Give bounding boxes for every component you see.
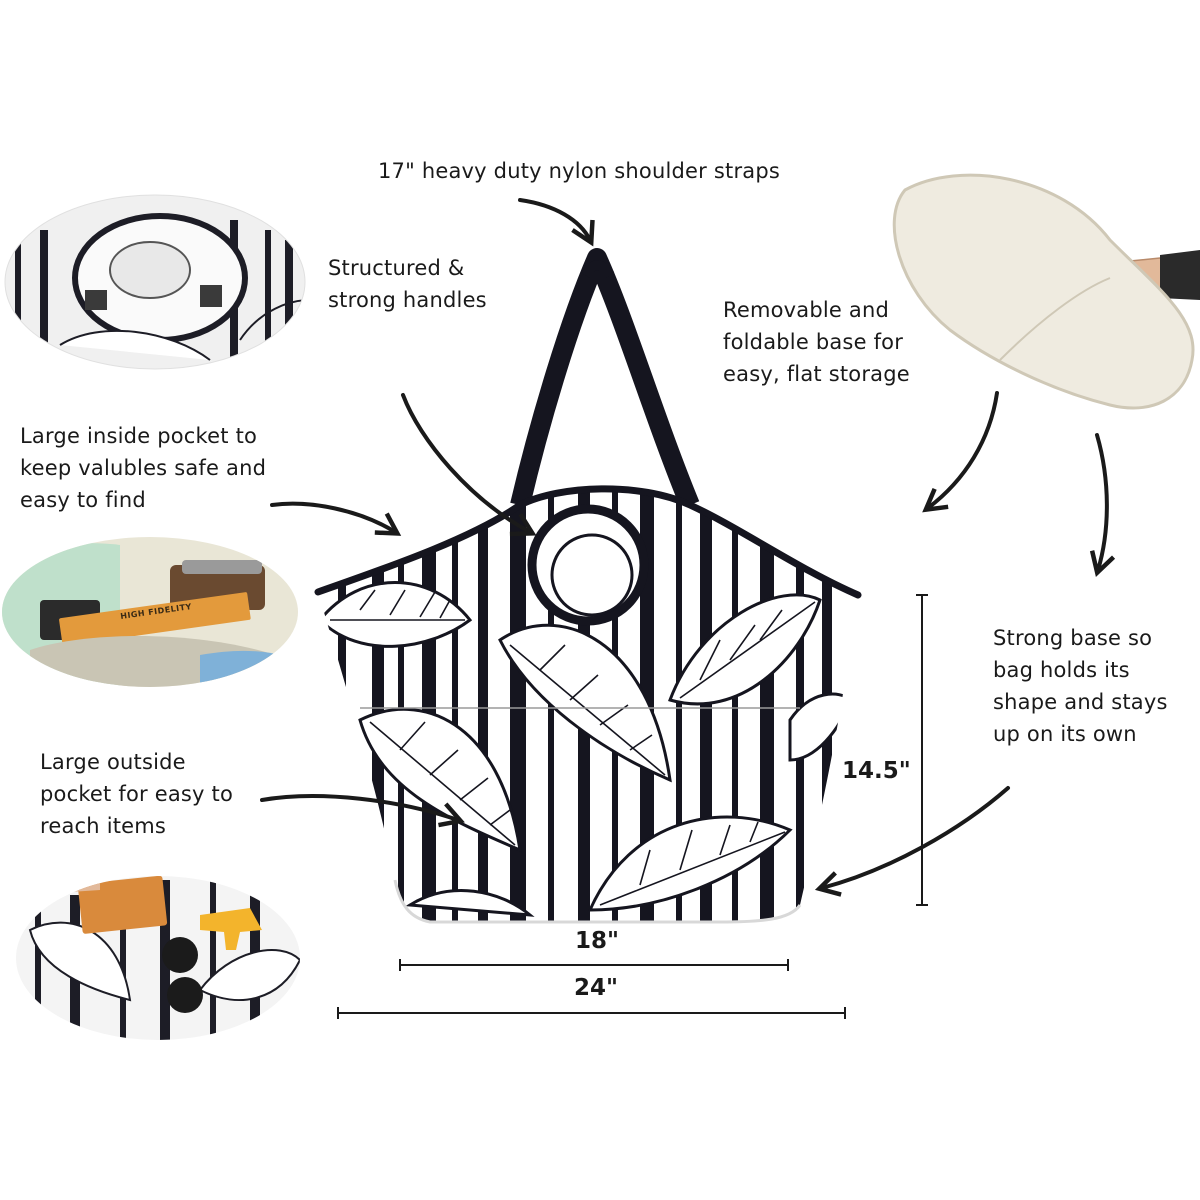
inside-pocket-label: Large inside pocket to keep valubles saf…: [20, 424, 267, 512]
arrow-inside-pocket: [270, 501, 402, 536]
interior-view-image: [5, 195, 305, 369]
inside-pocket-image: [2, 537, 298, 687]
base-width-dimension-label: 18": [575, 928, 619, 954]
folded-base-pad: [892, 173, 1195, 410]
height-dimension-label: 14.5": [842, 758, 911, 784]
outside-pocket-image: [16, 876, 300, 1040]
outside-pocket-label: Large outside pocket for easy to reach i…: [40, 750, 234, 838]
foldable-base-image: [892, 173, 1200, 410]
dimension-lines: [337, 594, 928, 1019]
shoulder-strap: [510, 248, 700, 509]
strong-base-label: Strong base so bag holds its shape and s…: [993, 626, 1168, 746]
handles-label: Structured & strong handles: [328, 256, 487, 312]
base-removable-label: Removable and foldable base for easy, fl…: [723, 298, 910, 386]
arrow-base-fold: [1089, 433, 1116, 578]
top-width-dimension-label: 24": [574, 975, 618, 1001]
callout-arrows: [260, 198, 1116, 897]
tote-bag: [314, 485, 862, 924]
arrow-straps: [518, 198, 595, 247]
arrow-strong-base: [814, 786, 1010, 897]
leaf-veins: [330, 589, 816, 906]
arrow-base-removable: [922, 391, 999, 513]
handle-ring: [527, 504, 649, 626]
leaf-pattern: [318, 581, 852, 917]
straps-label: 17" heavy duty nylon shoulder straps: [378, 159, 781, 183]
arrow-outside-pocket: [260, 794, 465, 828]
arrow-handles: [401, 393, 537, 537]
